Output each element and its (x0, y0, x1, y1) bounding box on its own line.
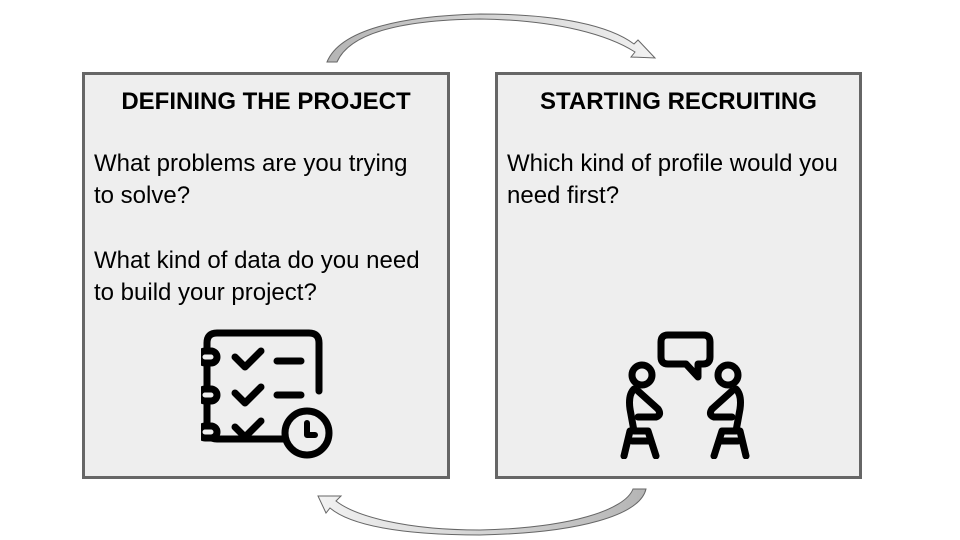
starting-recruiting-box: STARTING RECRUITING Which kind of profil… (495, 72, 862, 479)
arrow-top-icon (326, 13, 657, 63)
defining-project-box: DEFINING THE PROJECT What problems are y… (82, 72, 450, 479)
question-problems: What problems are you trying to solve? (94, 150, 408, 209)
starting-recruiting-title: STARTING RECRUITING (540, 88, 817, 115)
defining-project-title: DEFINING THE PROJECT (121, 88, 411, 115)
interview-conversation-icon (618, 329, 758, 464)
arrow-bottom-icon (317, 488, 647, 536)
question-profile: Which kind of profile would you need fir… (507, 150, 838, 209)
checklist-clock-icon (195, 329, 333, 464)
question-data: What kind of data do you need to build y… (94, 247, 420, 306)
